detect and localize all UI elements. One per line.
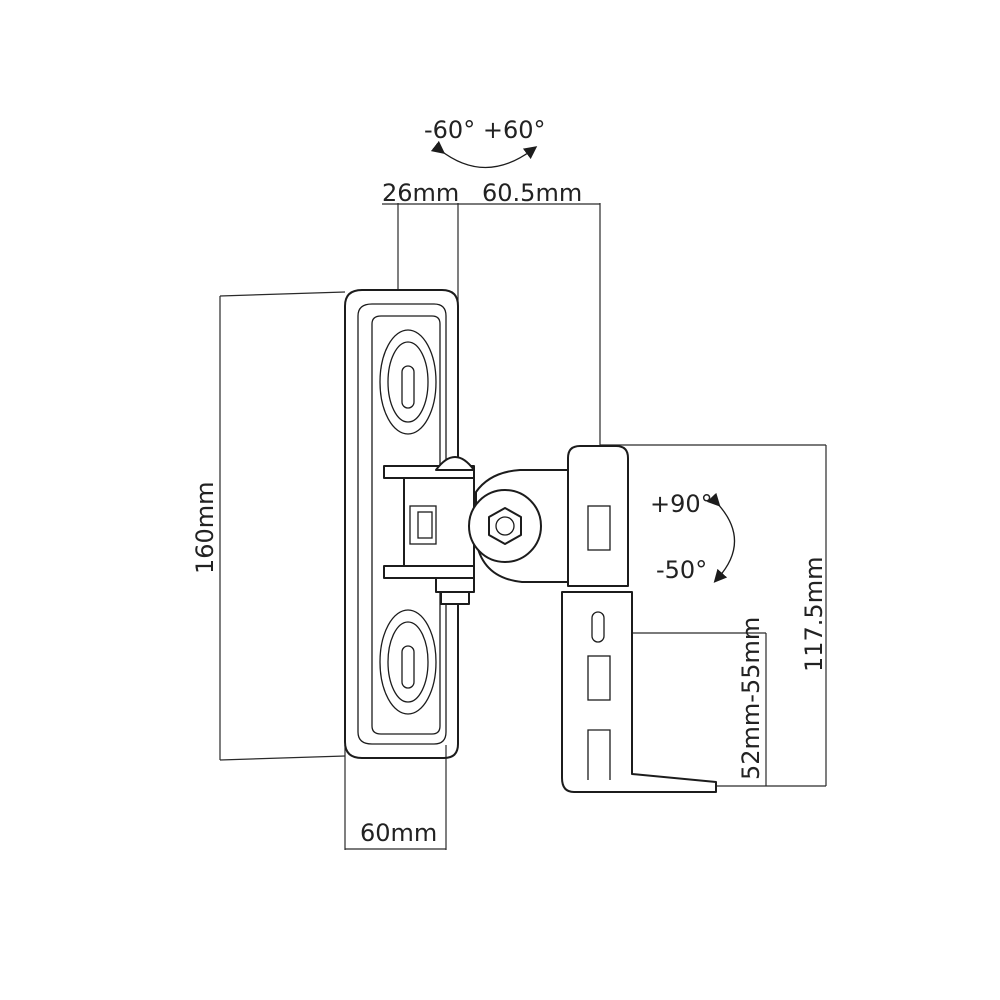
swivel-range-label: -60° +60°: [424, 116, 545, 144]
tilt-arrow: [706, 492, 736, 583]
depth-plate-label: 26mm: [382, 179, 459, 207]
plate-width-label: 60mm: [360, 819, 437, 847]
slot-range-label: 52mm-55mm: [737, 617, 765, 780]
tilt-up-label: +90°: [650, 490, 713, 518]
plate-height-label: 160mm: [191, 481, 219, 574]
depth-arm-label: 60.5mm: [482, 179, 582, 207]
swivel-arrow: [430, 140, 538, 169]
total-height-label: 117.5mm: [800, 557, 828, 672]
speaker-bracket: [468, 445, 717, 793]
dimension-lines: [219, 203, 827, 850]
wall-plate: [344, 289, 459, 759]
tilt-down-label: -50°: [656, 556, 707, 584]
hinge-assembly: [383, 456, 475, 605]
